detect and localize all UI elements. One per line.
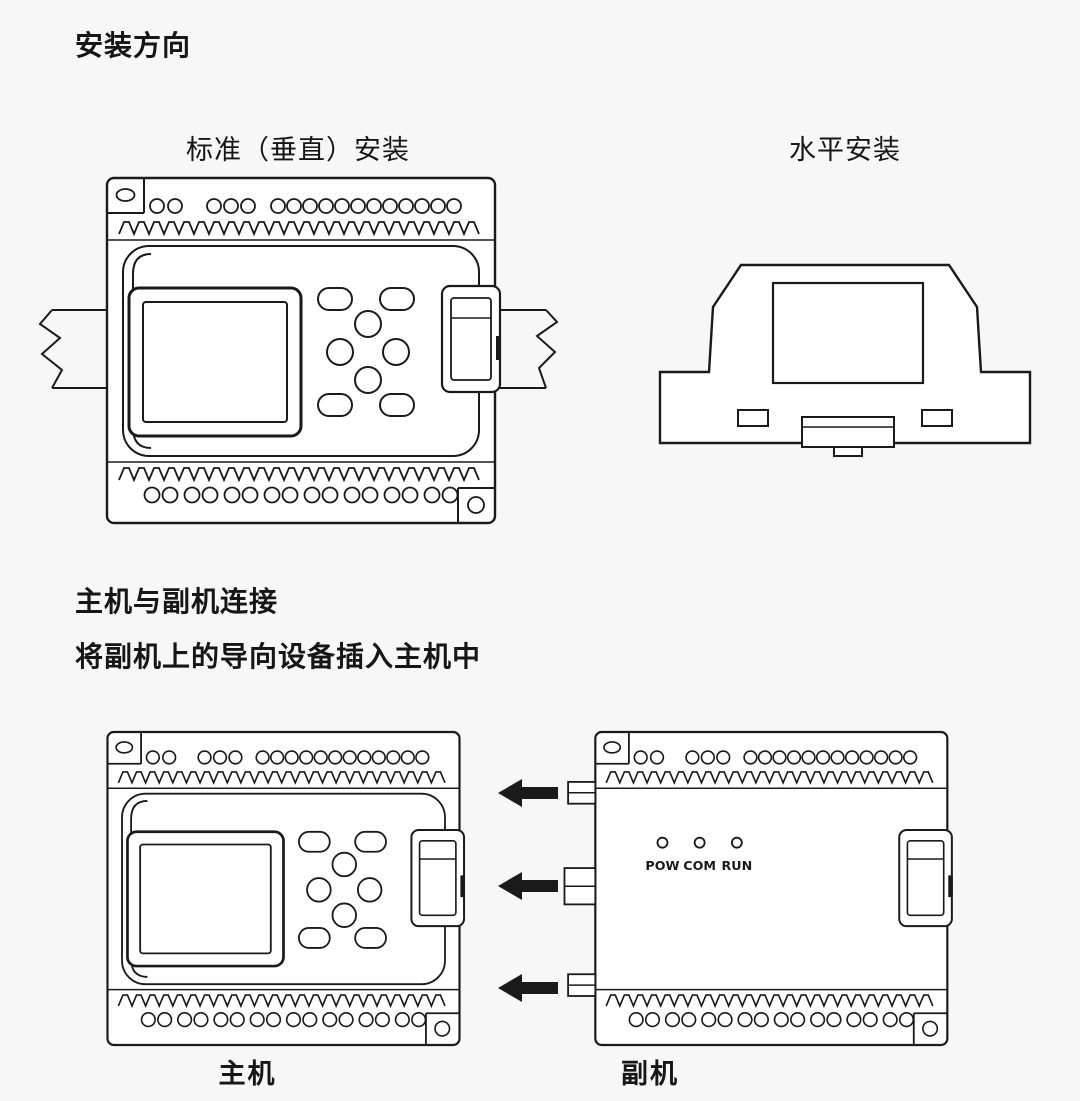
lcd-display-area [142,301,288,423]
horizontal-install-label: 水平安装 [789,135,901,165]
status-leds: POW COM RUN [645,836,753,873]
arrow-left-icon [498,872,558,900]
terminal-row-bottom [605,994,934,1028]
vertical-install-diagram [38,176,559,525]
keypad [298,830,387,949]
keypad-arrow-button [306,877,332,903]
secondary-unit-diagram: POW COM RUN [563,730,953,1047]
expansion-connector [440,284,502,394]
clip-tab [833,446,863,457]
connector-latch-icon [948,875,953,898]
expansion-connector [410,828,466,928]
secondary-unit-front-view: POW COM RUN [563,730,953,1047]
mount-ear-top [107,732,142,765]
keypad-button [354,927,387,949]
keypad-arrow-button [331,902,357,928]
horizontal-install-diagram [658,263,1032,457]
din-rail-right [495,309,559,389]
connection-title: 主机与副机连接 [75,586,279,617]
led-label: POW [645,858,679,873]
insertion-arrows [498,779,558,1002]
led-indicator [656,836,669,849]
keypad-arrow-button [354,310,382,338]
din-rail-clip [801,416,895,457]
mount-ear-top [107,179,145,214]
terminal-row-top [605,750,934,785]
screw-hole-icon [115,741,134,754]
keypad-button [298,830,331,853]
secondary-unit-label: 副机 [621,1059,679,1089]
profile-foot-left [737,409,769,427]
connection-instruction: 将副机上的导向设备插入主机中 [75,641,482,672]
terminal-row-bottom [118,467,480,504]
din-rail-break-right [495,309,559,389]
device-profile-outline [658,263,1032,445]
led-indicator [730,836,743,849]
din-rail-left [38,309,107,389]
din-rail-break-left [38,309,107,389]
terminal-row-bottom [117,994,446,1028]
profile-foot-right [921,409,953,427]
front-panel [121,792,446,986]
keypad-button [379,287,415,311]
screw-hole-icon [467,496,485,514]
keypad-button [317,287,353,311]
keypad-arrow-button [326,338,354,366]
led-label: RUN [722,858,753,873]
page-title: 安装方向 [75,30,192,61]
keypad-button [354,830,387,853]
screw-hole-icon [115,188,136,202]
main-unit-front-view [106,730,466,1047]
main-unit-label: 主机 [218,1059,277,1089]
expansion-connector [898,828,953,928]
main-unit-diagram [106,730,466,1047]
screw-hole-icon [434,1020,451,1037]
screw-hole-icon [603,741,622,754]
arrow-left-icon [498,779,558,807]
vertical-install-label: 标准（垂直）安装 [186,135,410,165]
keypad-arrow-button [356,877,383,903]
guide-tabs [563,780,597,997]
profile-label-plate [771,281,925,385]
terminal-row-top [117,750,446,785]
clip-body [801,416,895,448]
keypad-arrow-button [354,366,382,394]
keypad-button [317,393,353,417]
led-indicator [693,836,706,849]
connector-latch-icon [496,336,501,360]
keypad-button [298,927,331,949]
mount-ear-top [595,732,630,765]
connector-latch-icon [460,875,465,898]
keypad [317,287,415,417]
keypad-button [379,393,415,417]
led-label: COM [683,858,716,873]
device-front-view [105,176,502,525]
terminal-row-top [118,198,480,237]
lcd-display-area [139,843,272,955]
front-panel [122,245,480,457]
keypad-arrow-button [331,851,357,878]
screw-hole-icon [922,1020,939,1037]
arrow-left-icon [498,974,558,1002]
keypad-arrow-button [382,338,410,366]
